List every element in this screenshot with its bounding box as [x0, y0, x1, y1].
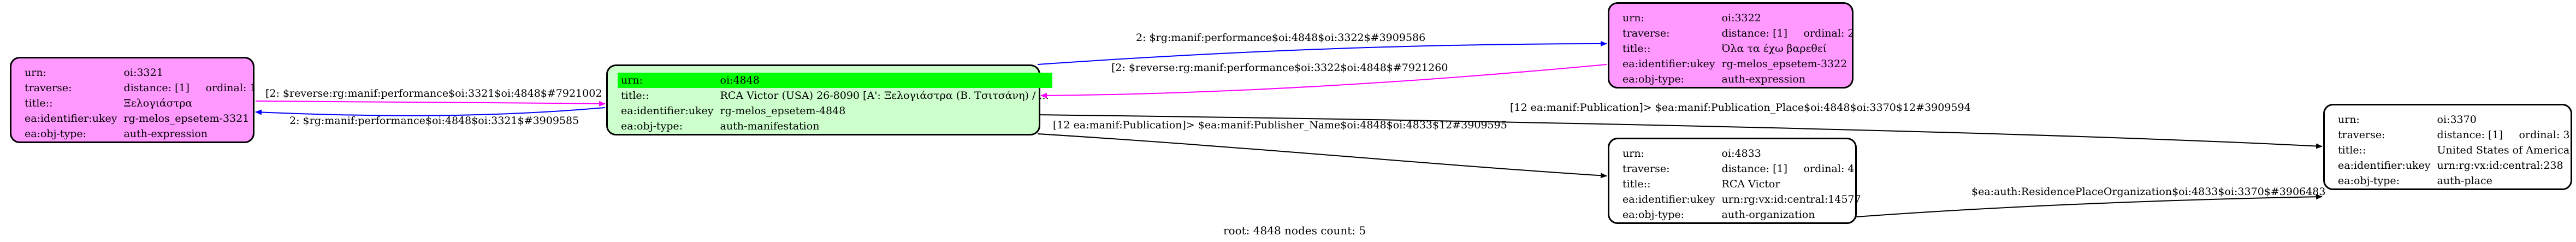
- node-4848-root[interactable]: urn:oi:4848 title::RCA Victor (USA) 26-8…: [606, 64, 1052, 135]
- key-title: title::: [1622, 43, 1651, 55]
- node-3321-title: Ξελογιάστρα: [123, 97, 193, 109]
- node-3321-objtype: auth-expression: [123, 128, 208, 140]
- node-4833-traverse: distance: [1] ordinal: 4: [1719, 161, 1864, 176]
- distance: distance: [1]: [1721, 163, 1787, 175]
- node-3370[interactable]: urn: oi:3370 traverse: distance: [1] ordina…: [2323, 104, 2572, 190]
- node-4833-urn: oi:4833: [1721, 147, 1761, 160]
- key-objtype: ea:obj-type:: [2338, 175, 2400, 187]
- edge-label-3322-to-4848: [2: $reverse:rg:manif:performance$oi:332…: [1111, 62, 1448, 74]
- distance: distance: [1]: [2437, 129, 2503, 141]
- node-3322[interactable]: urn: oi:3322 traverse: distance: [1] ordina…: [1608, 2, 1854, 88]
- node-4833[interactable]: urn: oi:4833 traverse: distance: [1] ordina…: [1608, 138, 1861, 224]
- key-title: title::: [621, 90, 649, 102]
- edge-label-4848-to-4833: [12 ea:manif:Publication]> $ea:manif:Pub…: [1053, 119, 1507, 131]
- ordinal: ordinal: 3: [2519, 129, 2570, 141]
- edge-4848-to-3322: [1037, 41, 1607, 65]
- node-3370-ukey: urn:rg:vx:id:central:238: [2437, 160, 2563, 172]
- key-ukey: ea:identifier:ukey: [1622, 193, 1715, 205]
- key-title: title::: [2338, 144, 2366, 156]
- edge-4848-to-3321: [255, 107, 606, 116]
- node-3322-objtype: auth-expression: [1721, 73, 1806, 85]
- key-objtype: ea:obj-type:: [1622, 73, 1685, 85]
- edge-4848-to-3370: [1037, 114, 2323, 149]
- node-3322-traverse: distance: [1] ordinal: 2: [1719, 26, 1858, 41]
- node-3321-ukey: rg-melos_epsetem-3321: [123, 113, 250, 125]
- edge-label-4848-to-3322: 2: $rg:manif:performance$oi:4848$oi:3322…: [1136, 32, 1426, 44]
- node-3321-traverse: distance: [1] ordinal: 1: [121, 80, 260, 96]
- edge-label-4848-to-3370: [12 ea:manif:Publication]> $ea:manif:Pub…: [1510, 102, 1971, 114]
- key-title: title::: [1622, 178, 1651, 190]
- node-3322-urn: oi:3322: [1721, 12, 1761, 24]
- graph-summary: root: 4848 nodes count: 5: [1223, 224, 1366, 237]
- node-4833-title: RCA Victor: [1721, 178, 1780, 190]
- key-objtype: ea:obj-type:: [25, 128, 87, 140]
- key-traverse: traverse:: [2338, 129, 2385, 141]
- node-3370-urn: oi:3370: [2437, 114, 2477, 126]
- edge-4848-to-4833: [1037, 133, 1607, 179]
- key-ukey: ea:identifier:ukey: [25, 113, 117, 125]
- key-traverse: traverse:: [25, 82, 72, 94]
- node-3321-urn: oi:3321: [123, 67, 163, 79]
- key-urn: urn:: [2338, 114, 2360, 126]
- edge-3321-to-4848: [255, 101, 606, 107]
- key-title: title::: [25, 97, 53, 109]
- node-4848-urn: oi:4848: [716, 73, 1052, 88]
- key-urn: urn:: [1622, 147, 1644, 160]
- node-3370-title: United States of America: [2437, 144, 2570, 156]
- key-ukey: ea:identifier:ukey: [2338, 160, 2431, 172]
- node-4848-title: RCA Victor (USA) 26-8090 [Α': Ξελογιάστρ…: [720, 90, 1049, 102]
- edge-label-4833-to-3370: $ea:auth:ResidencePlaceOrganization$oi:4…: [1971, 186, 2326, 198]
- node-3322-ukey: rg-melos_epsetem-3322: [1721, 58, 1847, 70]
- key-objtype: ea:obj-type:: [621, 120, 683, 132]
- node-4848-objtype: auth-manifestation: [720, 120, 820, 132]
- ordinal: ordinal: 4: [1803, 163, 1855, 175]
- ordinal: ordinal: 2: [1803, 27, 1855, 39]
- ordinal: ordinal: 1: [205, 82, 257, 94]
- key-traverse: traverse:: [1622, 27, 1670, 39]
- node-4833-objtype: auth-organization: [1721, 209, 1815, 221]
- distance: distance: [1]: [123, 82, 190, 94]
- edge-label-4848-to-3321: 2: $rg:manif:performance$oi:4848$oi:3321…: [289, 115, 579, 127]
- key-objtype: ea:obj-type:: [1622, 209, 1685, 221]
- key-traverse: traverse:: [1622, 163, 1670, 175]
- node-3321[interactable]: urn: oi:3321 traverse: distance: [1] ordina…: [10, 57, 256, 143]
- distance: distance: [1]: [1721, 27, 1787, 39]
- key-urn: urn:: [618, 73, 717, 88]
- edge-label-3321-to-4848: [2: $reverse:rg:manif:performance$oi:332…: [265, 87, 602, 99]
- node-4848-ukey: rg-melos_epsetem-4848: [720, 105, 846, 117]
- node-3370-traverse: distance: [1] ordinal: 3: [2434, 127, 2573, 143]
- node-4833-ukey: urn:rg:vx:id:central:14577: [1721, 193, 1861, 205]
- key-urn: urn:: [25, 67, 46, 79]
- key-urn: urn:: [1622, 12, 1644, 24]
- edge-3322-to-4848: [1040, 64, 1607, 98]
- node-3370-objtype: auth-place: [2437, 175, 2492, 187]
- key-ukey: ea:identifier:ukey: [621, 105, 714, 117]
- edge-4833-to-3370: [1855, 194, 2323, 217]
- key-ukey: ea:identifier:ukey: [1622, 58, 1715, 70]
- node-3322-title: Όλα τα έχω βαρεθεί: [1721, 43, 1827, 55]
